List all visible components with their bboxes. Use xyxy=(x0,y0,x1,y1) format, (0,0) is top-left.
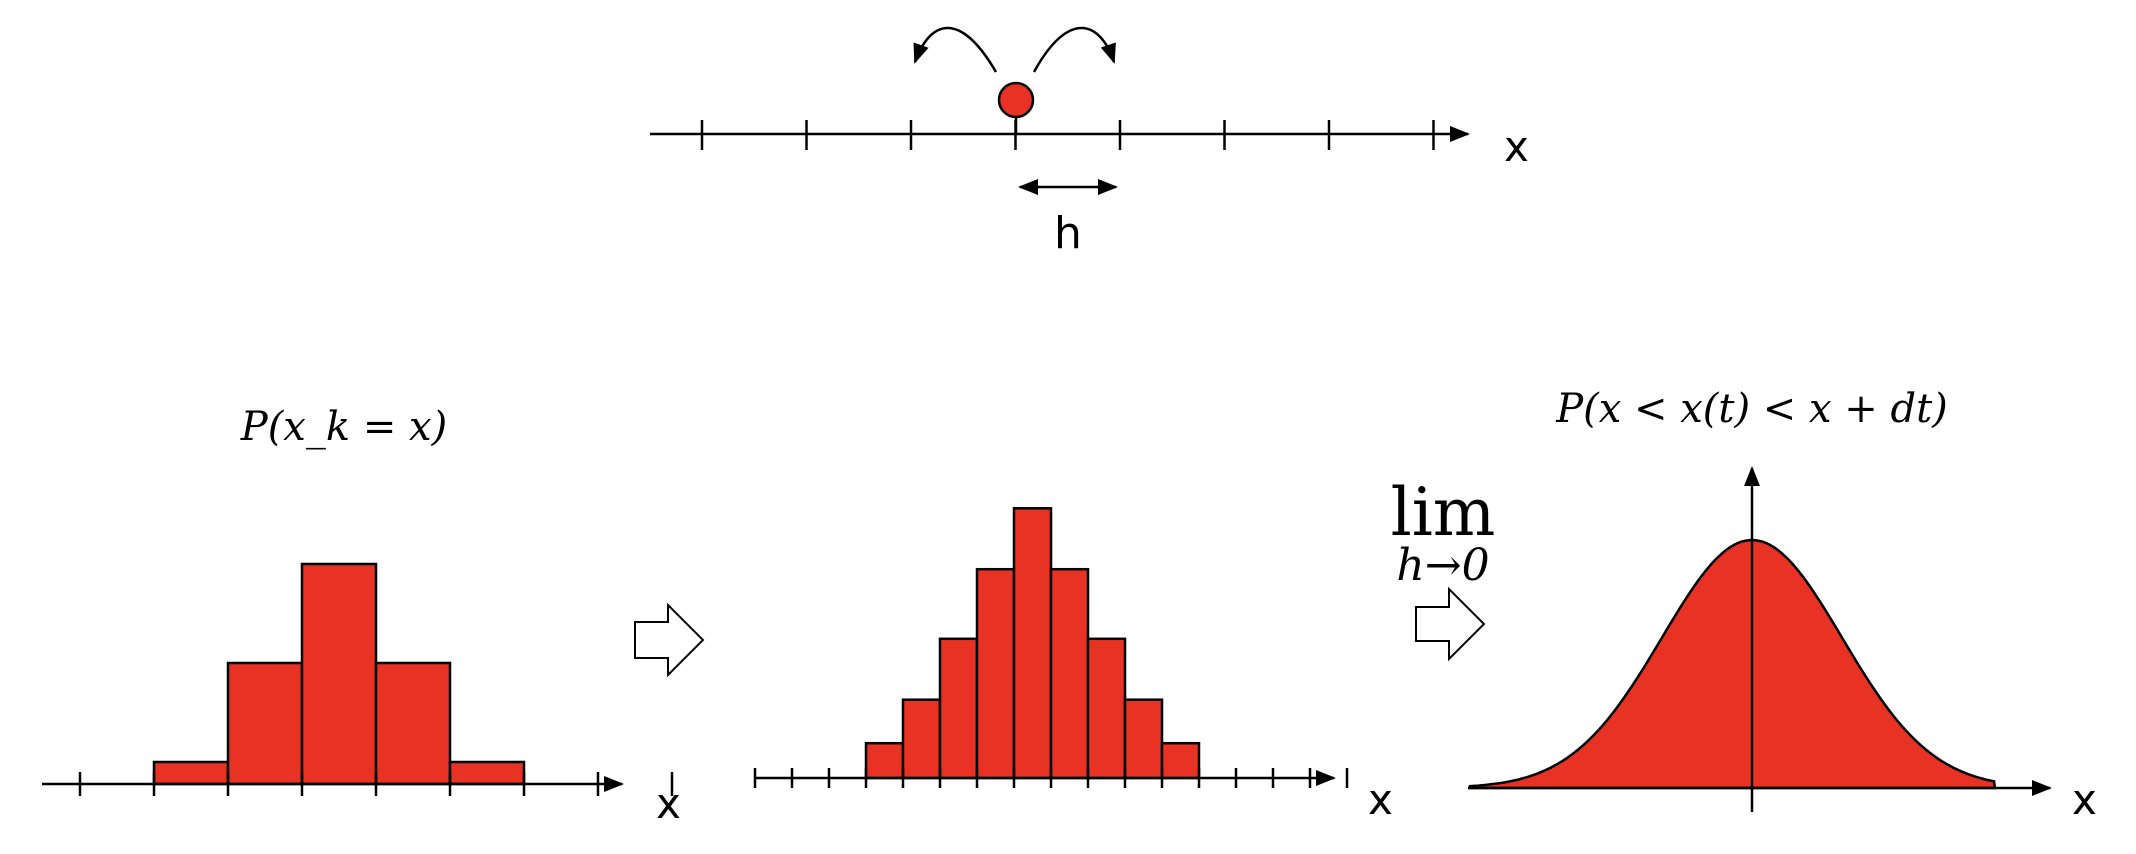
discrete-ticks xyxy=(78,772,674,796)
limit-subscript: h→0 xyxy=(1396,540,1489,591)
particle xyxy=(997,81,1035,119)
histogram-bar xyxy=(975,567,1016,780)
histogram-bar xyxy=(1123,698,1164,780)
histogram-bar xyxy=(300,562,378,786)
density-curve xyxy=(1468,538,1997,790)
histogram-bar xyxy=(938,637,979,780)
discrete-axis-label: x xyxy=(656,779,681,828)
discrete-histogram-panel: P(x_k = x) x xyxy=(42,404,681,828)
jump-right-arrow xyxy=(1032,26,1116,73)
refined-bars xyxy=(864,507,1201,780)
histogram-bar xyxy=(1049,567,1090,780)
discrete-bars xyxy=(152,562,526,786)
histogram-bar xyxy=(152,760,230,786)
lattice-axis-label: x xyxy=(1504,122,1529,171)
histogram-bar xyxy=(1012,507,1053,780)
density-axis-label: x xyxy=(2072,775,2097,824)
jump-left-arrow xyxy=(913,26,998,73)
refinement-arrow xyxy=(634,602,705,678)
refined-ticks xyxy=(753,768,1349,788)
histogram-bar xyxy=(226,661,304,786)
histogram-bar xyxy=(374,661,452,786)
step-size-label: h xyxy=(1054,208,1082,259)
limit-operator: lim xyxy=(1391,474,1496,551)
histogram-bar xyxy=(1086,637,1127,780)
limit-notation: lim h→0 xyxy=(1391,474,1496,591)
refined-axis-label: x xyxy=(1368,775,1393,824)
histogram-bar xyxy=(864,741,905,780)
continuous-title: P(x < x(t) < x + dt) xyxy=(1555,386,1948,432)
continuous-density-panel: P(x < x(t) < x + dt) x xyxy=(1468,386,2097,824)
limit-arrow xyxy=(1415,586,1486,662)
histogram-bar xyxy=(448,760,526,786)
histogram-bar xyxy=(901,698,942,780)
histogram-bar xyxy=(1160,741,1201,780)
discrete-title: P(x_k = x) xyxy=(240,404,447,450)
lattice-panel: x h xyxy=(650,26,1529,259)
refined-histogram-panel: x xyxy=(753,507,1393,824)
